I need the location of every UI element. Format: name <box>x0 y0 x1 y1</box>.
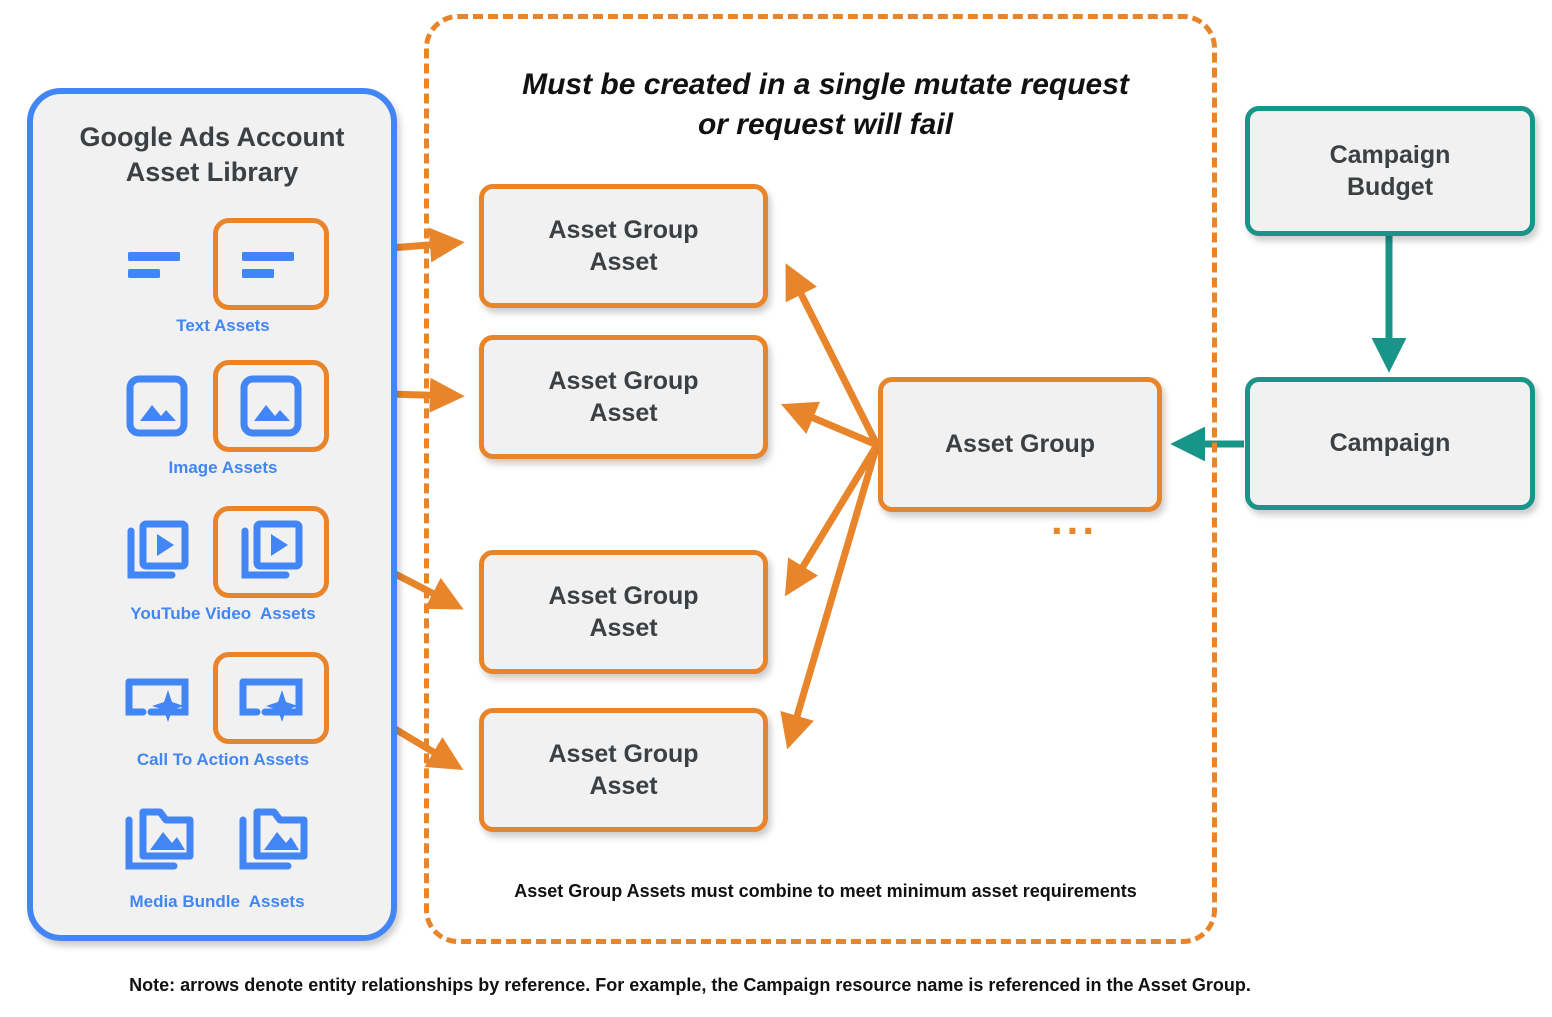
text-lines-icon <box>117 224 197 304</box>
library-item-label-image: Image Assets <box>168 458 278 477</box>
library-item-label-video: YouTube Video Assets <box>130 604 316 623</box>
library-title: Google Ads Account Asset Library <box>79 122 345 187</box>
campaign-node[interactable]: Campaign <box>1245 377 1535 510</box>
video-stack-icon <box>117 512 197 592</box>
library-item-media-bundle-assets[interactable]: Media Bundle Assets <box>33 794 391 912</box>
asset-group-asset-node-2[interactable]: Asset Group Asset <box>479 335 768 459</box>
asset-library-panel: Google Ads Account Asset Library Text <box>27 88 397 941</box>
media-bundle-folder-icon <box>120 800 200 880</box>
footer-note: Note: arrows denote entity relationships… <box>129 975 1251 995</box>
mutate-request-container: Must be created in a single mutate reque… <box>424 14 1217 944</box>
mutate-heading: Must be created in a single mutate reque… <box>522 68 1129 141</box>
call-to-action-sparkle-icon <box>117 658 197 738</box>
asset-group-asset-node-4[interactable]: Asset Group Asset <box>479 708 768 832</box>
campaign-budget-node[interactable]: Campaign Budget <box>1245 106 1535 236</box>
library-item-text-assets[interactable]: Text Assets <box>33 218 391 336</box>
call-to-action-sparkle-icon-highlighted[interactable] <box>213 652 329 744</box>
library-item-label-media-bundle: Media Bundle Assets <box>129 892 305 911</box>
asset-group-asset-node-3[interactable]: Asset Group Asset <box>479 550 768 674</box>
asset-group-asset-node-1[interactable]: Asset Group Asset <box>479 184 768 308</box>
image-icon <box>117 366 197 446</box>
asset-group-node[interactable]: Asset Group <box>878 377 1162 512</box>
media-bundle-folder-icon-2 <box>234 800 314 880</box>
video-stack-icon-highlighted[interactable] <box>213 506 329 598</box>
library-item-cta-assets[interactable]: Call To Action Assets <box>33 652 391 770</box>
library-item-image-assets[interactable]: Image Assets <box>33 360 391 478</box>
mutate-footnote: Asset Group Assets must combine to meet … <box>514 881 1137 901</box>
image-icon-highlighted[interactable] <box>213 360 329 452</box>
text-lines-icon-highlighted[interactable] <box>213 218 329 310</box>
library-item-label-text: Text Assets <box>176 316 270 335</box>
library-item-label-cta: Call To Action Assets <box>136 750 310 769</box>
library-item-video-assets[interactable]: YouTube Video Assets <box>33 506 391 624</box>
